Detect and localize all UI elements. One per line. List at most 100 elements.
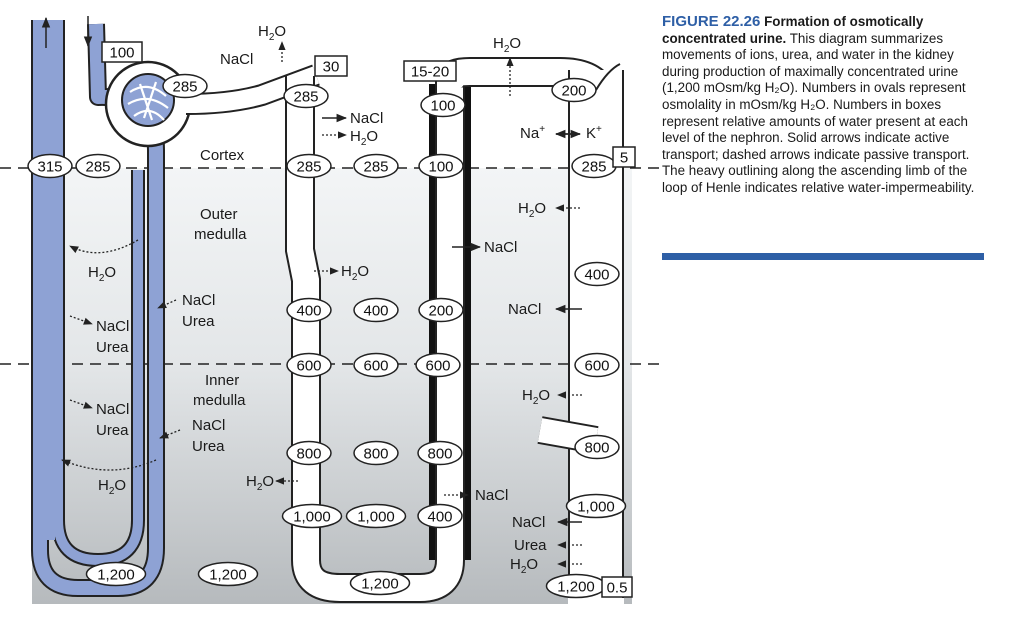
h2o-label-cd1: H2O (518, 200, 546, 220)
osmolality-value: 200 (561, 83, 586, 100)
osmolality-value: 1,200 (209, 567, 247, 584)
nacl-label-vr-2: NaCl (182, 292, 215, 309)
inner-medulla-label-2: medulla (193, 392, 246, 409)
water-box-afferent: 100 (101, 41, 143, 63)
osmolality-value: 400 (296, 303, 321, 320)
h2o-label-vr-outer: H2O (88, 264, 116, 284)
osmolality-oval-int-cortex: 285 (353, 153, 399, 179)
water-box-proximal: 30 (314, 55, 348, 77)
outer-medulla-label-2: medulla (194, 226, 247, 243)
h2o-label-cd3: H2O (510, 556, 538, 576)
urea-label-vr-3: Urea (96, 422, 129, 439)
osmolality-oval-asc-800: 800 (417, 440, 463, 466)
osmolality-oval-pct-top: 285 (283, 83, 329, 109)
osmolality-oval-asc-600: 600 (415, 352, 461, 378)
inner-medulla-label-1: Inner (205, 372, 239, 389)
osmolality-value: 1,000 (293, 509, 331, 526)
h2o-label-pct: H2O (350, 128, 378, 148)
urea-label-vr-2: Urea (182, 313, 215, 330)
osmolality-oval-cd-1000: 1,000 (565, 493, 627, 519)
osmolality-value: 285 (581, 159, 606, 176)
osmolality-value: 285 (85, 159, 110, 176)
na-label: Na+ (520, 124, 545, 142)
water-box-loop-top: 15-20 (403, 60, 457, 82)
osmolality-value: 1,200 (557, 579, 595, 596)
outer-medulla-label-1: Outer (200, 206, 238, 223)
osmolality-oval-cd-285: 285 (571, 153, 617, 179)
caption-rule (662, 253, 984, 260)
figure-caption: FIGURE 22.26 Formation of osmotically co… (662, 13, 992, 197)
osmolality-oval-pt-1000: 1,000 (281, 503, 343, 529)
nacl-label-pct: NaCl (350, 110, 383, 127)
osmolality-value: 600 (296, 358, 321, 375)
figure-label: FIGURE 22.26 (662, 13, 761, 30)
osmolality-oval-int-1000: 1,000 (345, 503, 407, 529)
nacl-label-vr-3: NaCl (96, 401, 129, 418)
osmolality-oval-vr-left: 315 (27, 153, 73, 179)
nacl-urea-arrow-inner-r (159, 429, 181, 439)
h2o-label-cd2: H2O (522, 387, 550, 407)
osmolality-value: 1,200 (97, 567, 135, 584)
cortex-label: Cortex (200, 147, 245, 164)
osmolality-value: 800 (296, 446, 321, 463)
urea-label-cd: Urea (514, 537, 547, 554)
osmolality-oval-int-bottom: 1,200 (197, 561, 259, 587)
water-box-cd-cortex: 5 (612, 146, 636, 168)
h2o-label-top: H2O (258, 23, 286, 43)
osmolality-oval-dct: 200 (551, 77, 597, 103)
water-box-value: 15-20 (411, 64, 449, 81)
solute-labels: NaCl H2O H2O NaCl H2O H2O H2O NaCl NaCl … (88, 23, 602, 576)
h2o-diffusion-arc-inner (61, 459, 157, 471)
osmolality-value: 285 (293, 89, 318, 106)
osmolality-value: 600 (363, 358, 388, 375)
h2o-label-inner: H2O (246, 473, 274, 493)
osmolality-value: 600 (425, 358, 450, 375)
water-box-value: 100 (109, 45, 134, 62)
osmolality-oval-asc-100-top: 100 (420, 92, 466, 118)
water-box-cd-bottom: 0.5 (601, 576, 633, 598)
water-boxes: 100 30 15-20 5 0.5 (101, 41, 636, 598)
osmolality-value: 400 (427, 509, 452, 526)
h2o-label-vr-inner: H2O (98, 477, 126, 497)
osmolality-value: 400 (363, 303, 388, 320)
urea-label-vr-4: Urea (192, 438, 225, 455)
osmolality-oval-pt-600: 600 (286, 352, 332, 378)
nacl-urea-arrow-outer-r (157, 299, 177, 309)
h2o-diffusion-arc-outer (69, 239, 139, 254)
urea-label-vr-1: Urea (96, 339, 129, 356)
osmolality-oval-pt-400: 400 (286, 297, 332, 323)
osmolality-ovals: 285 285 315 285 1,200 1,200 285 285 400 400 600 600… (27, 73, 627, 599)
osmolality-value: 1,000 (577, 499, 615, 516)
nacl-label-cd2: NaCl (512, 514, 545, 531)
osmolality-oval-vr-right: 285 (75, 153, 121, 179)
osmolality-oval-int-400: 400 (353, 297, 399, 323)
nacl-label-cd: NaCl (508, 301, 541, 318)
osmolality-oval-vr-bottom: 1,200 (85, 561, 147, 587)
osmolality-value: 800 (427, 446, 452, 463)
osmolality-value: 285 (296, 159, 321, 176)
osmolality-oval-asc-100-cortex: 100 (418, 153, 464, 179)
osmolality-value: 800 (363, 446, 388, 463)
water-box-value: 0.5 (607, 580, 628, 597)
osmolality-value: 285 (363, 159, 388, 176)
osmolality-value: 600 (584, 358, 609, 375)
osmolality-value: 100 (430, 98, 455, 115)
water-box-value: 5 (620, 150, 628, 167)
osmolality-value: 200 (428, 303, 453, 320)
osmolality-value: 1,200 (361, 576, 399, 593)
osmolality-value: 315 (37, 159, 62, 176)
region-labels: Cortex Outer medulla Inner medulla (193, 147, 247, 409)
osmolality-oval-pt-cortex: 285 (286, 153, 332, 179)
osmolality-oval-asc-400: 400 (417, 503, 463, 529)
k-label: K+ (586, 124, 602, 142)
osmolality-value: 800 (584, 440, 609, 457)
osmolality-oval-int-600: 600 (353, 352, 399, 378)
osmolality-oval-int-800: 800 (353, 440, 399, 466)
osmolality-value: 1,000 (357, 509, 395, 526)
nacl-label-vr-1: NaCl (96, 318, 129, 335)
nacl-label-thin: NaCl (475, 487, 508, 504)
osmolality-oval-asc-200: 200 (418, 297, 464, 323)
osmolality-value: 100 (428, 159, 453, 176)
figure-body: This diagram summarizes movements of ion… (662, 30, 975, 195)
